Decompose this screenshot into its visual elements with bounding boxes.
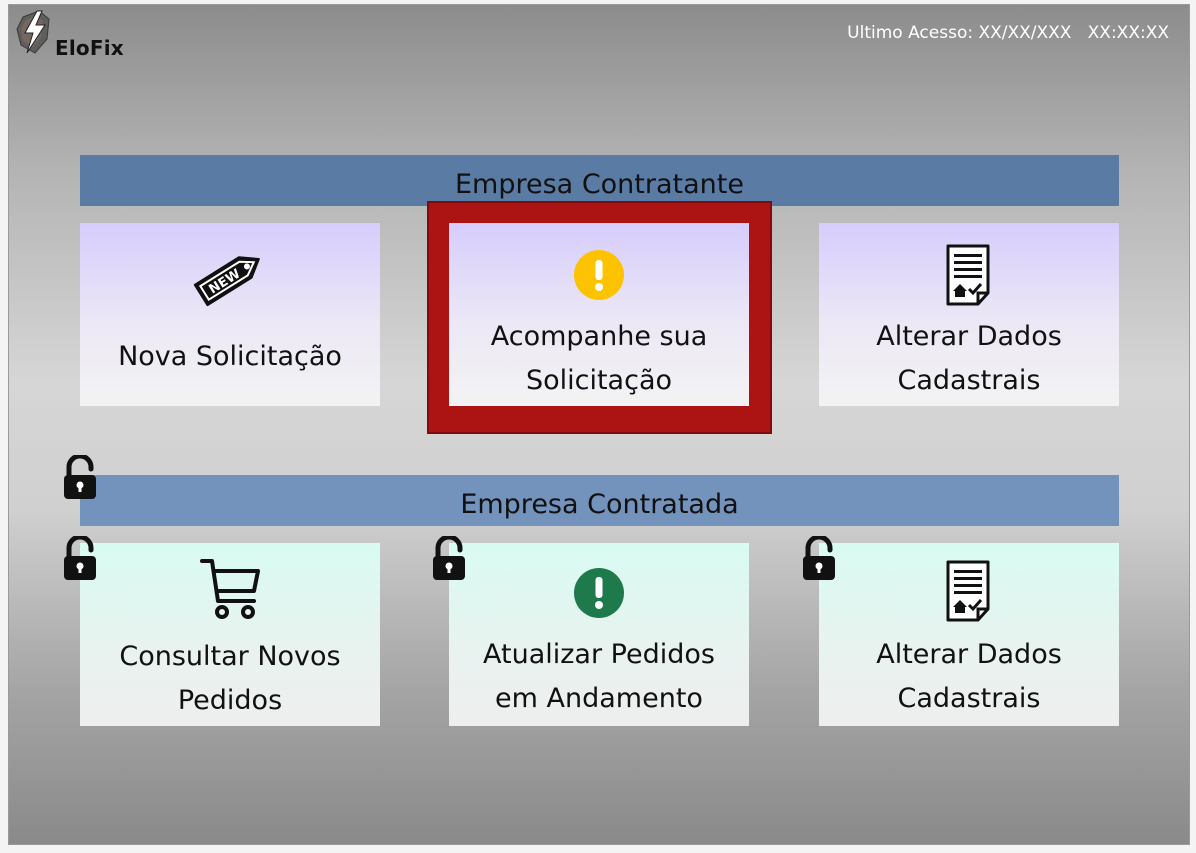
section-title: Empresa Contratante <box>455 169 744 200</box>
card-label-line1: Atualizar Pedidos <box>483 639 715 670</box>
card-label-line2: Cadastrais <box>897 683 1041 714</box>
card-label-line2: Pedidos <box>177 685 283 716</box>
section-title: Empresa Contratada <box>460 489 739 520</box>
card-label-line2: Cadastrais <box>897 365 1041 396</box>
last-access-text: Ultimo Acesso: XX/XX/XXX XX:XX:XX <box>847 23 1169 43</box>
unlock-icon[interactable] <box>62 455 98 501</box>
card-label-line1: Alterar Dados <box>876 639 1062 670</box>
logo-text: EloFix <box>55 36 124 60</box>
card-consultar-novos-pedidos[interactable]: Consultar Novos Pedidos <box>80 543 380 726</box>
section-header-contratante: Empresa Contratante <box>80 155 1119 206</box>
section-header-contratada: Empresa Contratada <box>80 475 1119 526</box>
card-label: Nova Solicitação <box>118 341 342 372</box>
cart-icon <box>198 557 262 630</box>
card-label-line2: Solicitação <box>525 365 673 396</box>
app-screen: EloFix Ultimo Acesso: XX/XX/XXX XX:XX:XX… <box>8 4 1190 845</box>
card-alterar-dados-contratante[interactable]: Alterar Dados Cadastrais <box>819 223 1119 406</box>
unlock-icon[interactable] <box>801 536 837 582</box>
lightning-logo-icon <box>16 10 50 54</box>
unlock-icon[interactable] <box>62 536 98 582</box>
unlock-icon[interactable] <box>431 536 467 582</box>
logo: EloFix <box>15 5 145 65</box>
new-tag-icon: NEW <box>190 245 270 316</box>
alert-green-icon <box>573 567 625 626</box>
card-alterar-dados-contratada[interactable]: Alterar Dados Cadastrais <box>819 543 1119 726</box>
card-acompanhe-solicitacao[interactable]: Acompanhe sua Solicitação <box>449 223 749 406</box>
card-label-line1: Alterar Dados <box>876 321 1062 352</box>
card-label-line2: em Andamento <box>495 683 703 714</box>
warning-icon <box>573 249 625 308</box>
card-atualizar-pedidos[interactable]: Atualizar Pedidos em Andamento <box>449 543 749 726</box>
card-label-line1: Consultar Novos <box>119 641 341 672</box>
document-icon <box>944 243 994 314</box>
card-label-line1: Acompanhe sua <box>490 321 708 352</box>
card-nova-solicitacao[interactable]: NEW Nova Solicitação <box>80 223 380 406</box>
document-icon <box>944 559 994 630</box>
